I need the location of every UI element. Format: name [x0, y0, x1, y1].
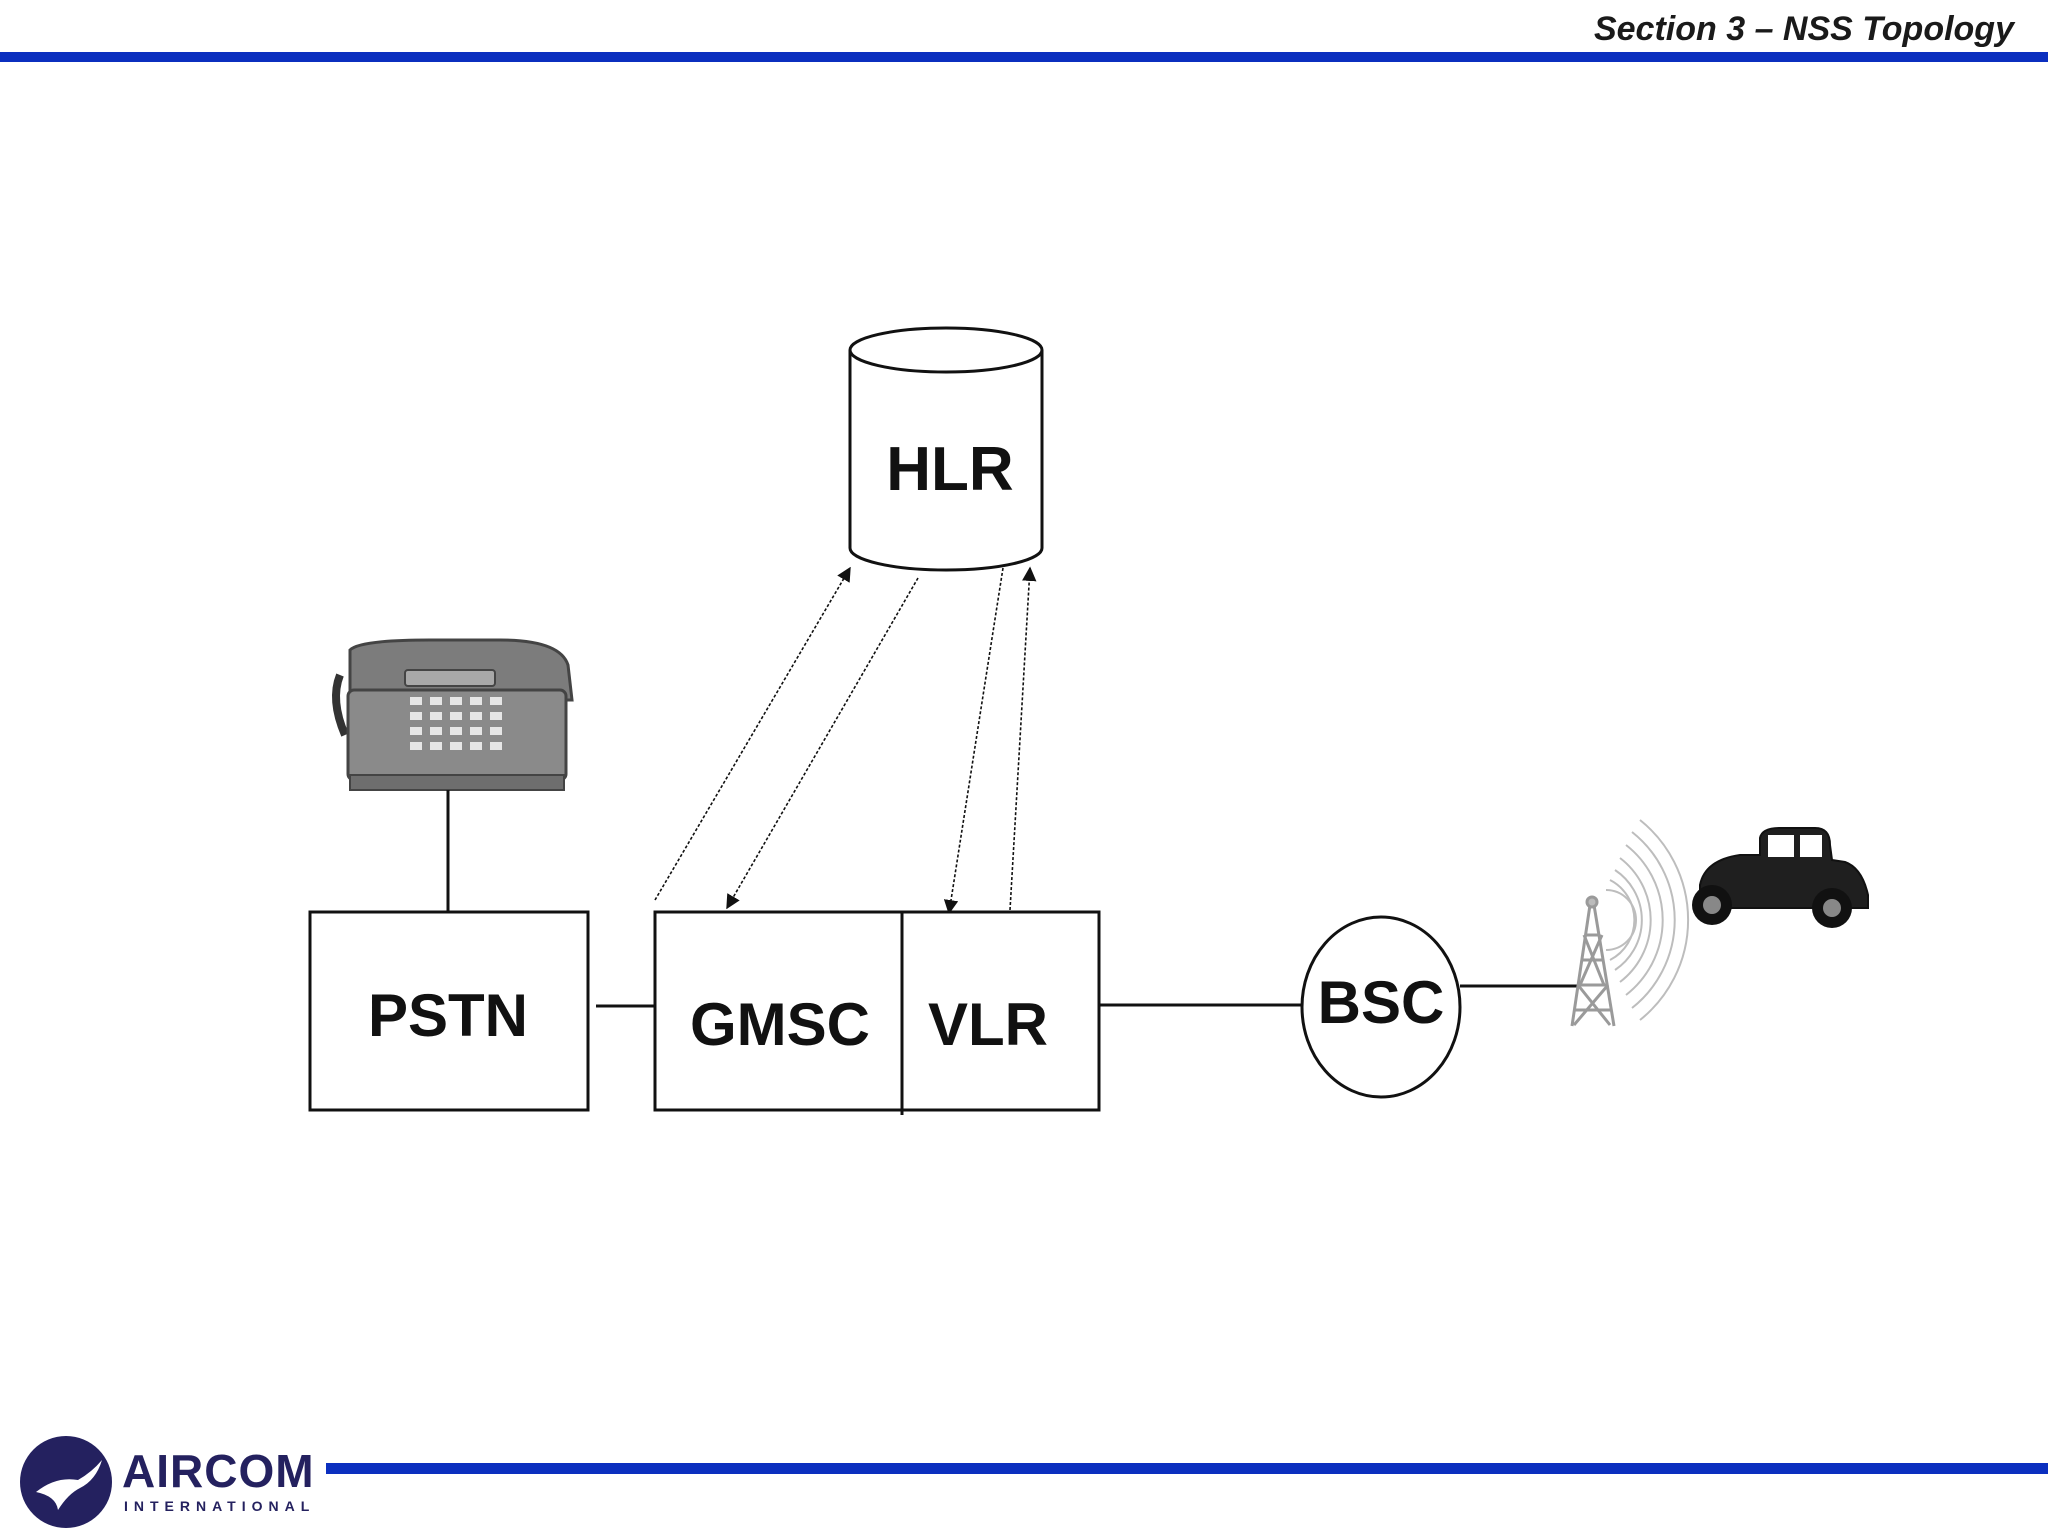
bsc-label: BSC: [1318, 969, 1445, 1036]
header-rule: [0, 52, 2048, 62]
logo-name: AIRCOM: [122, 1445, 315, 1497]
pstn-label: PSTN: [368, 982, 528, 1049]
aircom-logo: AIRCOM INTERNATIONAL: [18, 1430, 318, 1530]
radio-waves: [1605, 819, 1690, 1021]
hlr-label: HLR: [886, 435, 1013, 504]
telephone-icon: [332, 638, 574, 791]
vlr-to-hlr-arrow: [1009, 566, 1037, 911]
hlr-node: HLR: [848, 326, 1044, 572]
signalling-arrows: [654, 566, 1037, 915]
gmsc-vlr-node: GMSC VLR: [653, 910, 1101, 1115]
gmsc-to-hlr-arrow: [654, 566, 851, 901]
hlr-to-gmsc-arrow: [726, 577, 919, 910]
aircom-bird-icon: [20, 1436, 112, 1528]
logo-subtitle: INTERNATIONAL: [124, 1498, 316, 1514]
radio-tower-icon: [1570, 895, 1616, 1027]
footer-rule: [326, 1463, 2048, 1474]
vlr-label: VLR: [928, 991, 1048, 1058]
gmsc-label: GMSC: [690, 991, 870, 1058]
car-icon: [1692, 827, 1869, 928]
bsc-node: BSC: [1300, 915, 1462, 1099]
hlr-to-vlr-arrow: [943, 567, 1004, 915]
page-title: Section 3 – NSS Topology: [1593, 10, 2014, 48]
pstn-node: PSTN: [308, 910, 590, 1112]
